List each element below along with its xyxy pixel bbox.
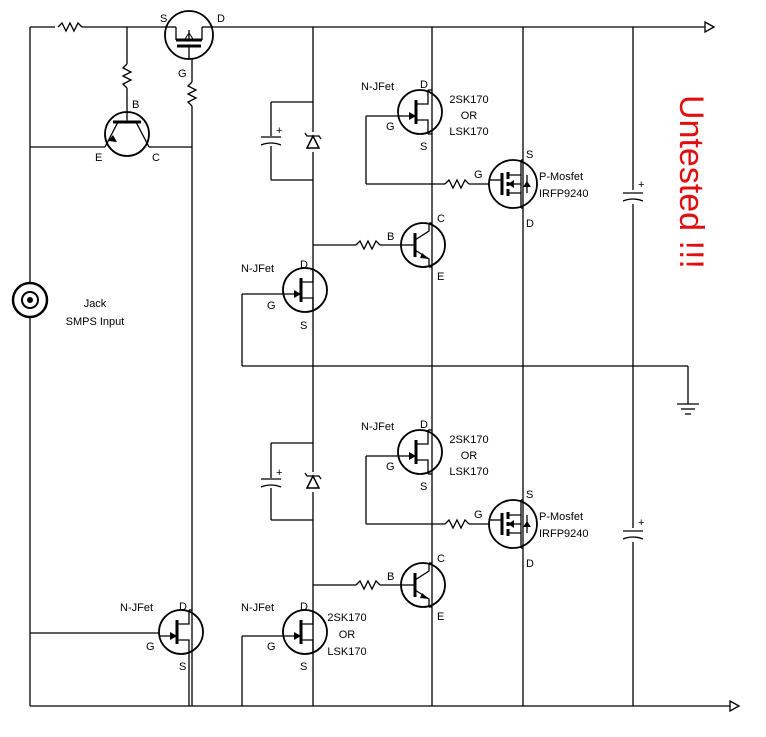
pin-g: G	[178, 68, 187, 80]
part-2sk170: 2SK170	[449, 94, 488, 106]
npn-lower	[399, 561, 447, 609]
pin-s: S	[420, 481, 427, 493]
part-lsk170: LSK170	[449, 466, 488, 478]
gate-resistor	[187, 81, 197, 107]
pin-g: G	[474, 509, 483, 521]
mosfet-gate-resistor	[444, 519, 470, 529]
njfet-mid-left	[281, 266, 329, 314]
pin-g: G	[474, 169, 483, 181]
pin-g: G	[386, 461, 395, 473]
pin-b: B	[132, 99, 139, 111]
pin-g: G	[146, 641, 155, 653]
smps-input-label: SMPS Input	[66, 316, 125, 328]
output-arrow-icon	[704, 20, 716, 34]
njfet-lower	[396, 428, 444, 476]
base-resistor	[122, 63, 132, 89]
pin-c: C	[437, 213, 445, 225]
left-bjt	[104, 100, 150, 157]
pmosfet-label: P-Mosfet	[539, 511, 583, 523]
part-or: OR	[461, 450, 478, 462]
pin-d: D	[526, 558, 534, 570]
plus-sign: +	[638, 517, 644, 529]
part-irfp9240: IRFP9240	[539, 528, 589, 540]
part-lsk170: LSK170	[327, 646, 366, 658]
jack-label: Jack	[84, 298, 107, 310]
pin-d: D	[179, 601, 187, 613]
pin-d: D	[300, 601, 308, 613]
njfet-label: N-JFet	[120, 602, 153, 614]
njfet-upper	[396, 88, 444, 136]
plus-sign: +	[638, 179, 644, 191]
njfet-label: N-JFet	[241, 602, 274, 614]
pin-g: G	[386, 121, 395, 133]
part-2sk170: 2SK170	[327, 612, 366, 624]
pin-d: D	[526, 218, 534, 230]
pmosfet-upper	[487, 158, 539, 210]
base-resistor	[355, 580, 381, 590]
pin-e: E	[437, 271, 444, 283]
pmosfet-label: P-Mosfet	[539, 171, 583, 183]
part-lsk170: LSK170	[449, 126, 488, 138]
input-resistor	[57, 22, 83, 32]
pin-d: D	[420, 79, 428, 91]
jack-connector-icon	[11, 281, 49, 319]
njfet-label: N-JFet	[241, 263, 274, 275]
njfet-label: N-JFet	[361, 81, 394, 93]
pin-s: S	[526, 149, 533, 161]
pin-s: S	[420, 141, 427, 153]
upper-right-cap	[622, 190, 644, 204]
top-pmosfet	[164, 10, 214, 60]
njfet-bottom-mid	[281, 608, 329, 656]
pin-d: D	[300, 259, 308, 271]
upper-cap-zener	[260, 101, 322, 181]
untested-warning: Untested !!!	[672, 95, 710, 269]
mosfet-gate-resistor	[444, 179, 470, 189]
pin-c: C	[437, 553, 445, 565]
pin-c: C	[152, 152, 160, 164]
part-or: OR	[339, 629, 356, 641]
pin-s: S	[526, 489, 533, 501]
pin-d: D	[217, 13, 225, 25]
pmosfet-lower	[487, 498, 539, 550]
pin-b: B	[387, 231, 394, 243]
njfet-bottom-left	[157, 608, 205, 656]
pin-e: E	[437, 611, 444, 623]
output-arrow-icon	[729, 699, 741, 713]
middle-rail	[242, 365, 689, 398]
bottom-rail	[30, 699, 741, 713]
pin-s: S	[160, 13, 167, 25]
part-2sk170: 2SK170	[449, 434, 488, 446]
pin-b: B	[387, 571, 394, 583]
pin-s: S	[179, 661, 186, 673]
plus-sign: +	[276, 467, 282, 479]
njfet-label: N-JFet	[361, 421, 394, 433]
lower-right-cap	[622, 528, 644, 542]
top-rail	[30, 20, 716, 34]
part-or: OR	[461, 110, 478, 122]
lower-cap-zener	[260, 442, 322, 521]
pin-e: E	[95, 152, 102, 164]
pin-s: S	[300, 661, 307, 673]
npn-upper	[399, 221, 447, 269]
pin-d: D	[420, 419, 428, 431]
pin-s: S	[300, 320, 307, 332]
base-resistor	[355, 240, 381, 250]
pin-g: G	[267, 300, 276, 312]
part-irfp9240: IRFP9240	[539, 188, 589, 200]
plus-sign: +	[276, 125, 282, 137]
ground-icon	[677, 398, 699, 415]
pin-g: G	[267, 641, 276, 653]
